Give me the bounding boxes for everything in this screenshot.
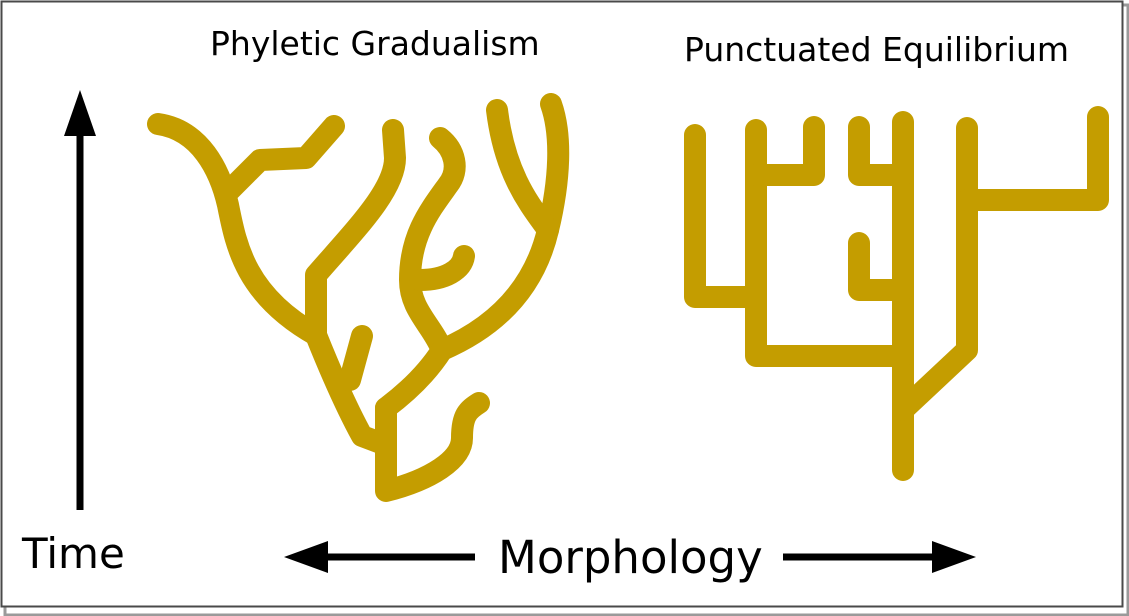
morphology-arrows xyxy=(284,541,976,573)
time-arrow xyxy=(64,90,96,510)
gradualism-branch-left-inner xyxy=(217,115,345,203)
time-arrow-head xyxy=(64,90,96,136)
title-phyletic-gradualism: Phyletic Gradualism xyxy=(210,24,540,63)
gradualism-branch-right-inner xyxy=(486,99,559,241)
gradualism-branch-short xyxy=(339,325,373,391)
punctuated-far-right xyxy=(956,106,1109,211)
morphology-arrow-right-head xyxy=(932,541,976,573)
punctuated-left-block xyxy=(745,119,914,367)
gradualism-branch-center-left xyxy=(305,119,406,346)
punctuated-mid-lower-hook xyxy=(848,232,914,301)
gradualism-branch-hook xyxy=(409,245,475,291)
morphology-arrow-left-head xyxy=(284,541,328,573)
gradualism-tree xyxy=(147,93,570,502)
punctuated-far-left xyxy=(684,124,767,308)
title-punctuated-equilibrium: Punctuated Equilibrium xyxy=(684,30,1070,69)
punctuated-mid-upper-hook xyxy=(848,116,914,186)
morphology-axis-label: Morphology xyxy=(498,531,763,584)
punctuated-left-hook xyxy=(745,116,825,186)
time-axis-label: Time xyxy=(22,529,125,578)
punctuated-tree xyxy=(684,106,1109,481)
gradualism-base xyxy=(375,392,490,502)
gradualism-stem-left xyxy=(305,324,397,456)
gradualism-branch-left-outer xyxy=(147,113,327,346)
